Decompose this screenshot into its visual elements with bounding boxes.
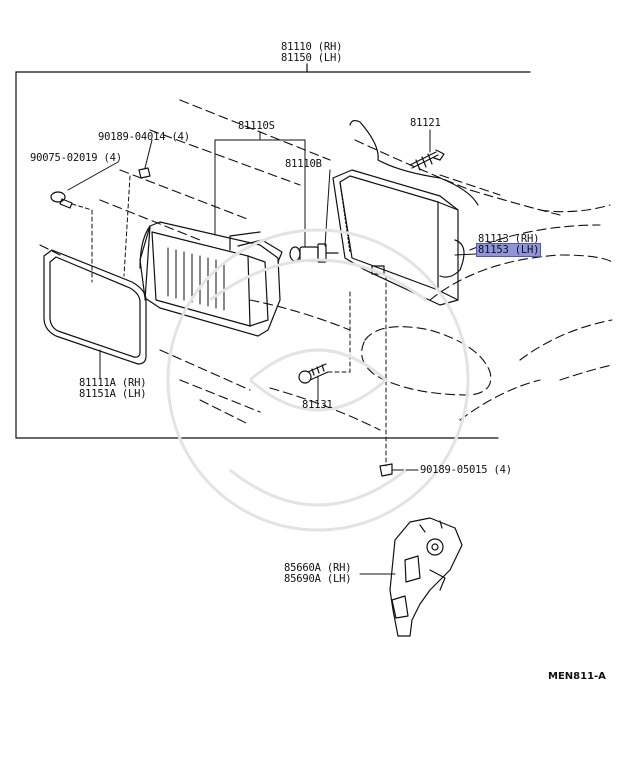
label-screw-left: 90075-02019 (4) xyxy=(30,152,122,164)
headlamp-actuator xyxy=(389,517,463,637)
label-headlamp-assembly-rh: 81110 (RH) xyxy=(281,41,343,53)
leader-lines-dashed xyxy=(71,175,387,467)
label-clip-bottom: 90189-05015 (4) xyxy=(420,464,512,476)
headlamp-unit xyxy=(139,221,283,337)
label-bulb: 81110B xyxy=(285,158,322,170)
bracket-screw xyxy=(409,149,445,171)
screw xyxy=(50,191,73,209)
label-lens-rh: 81111A (RH) xyxy=(79,377,147,389)
label-bracket: 81121 xyxy=(410,117,441,129)
bottom-clip xyxy=(379,463,393,477)
figure-code: MEN811-A xyxy=(548,671,606,682)
label-housing-rh: 81113 (RH) xyxy=(478,233,540,245)
headlamp-lens xyxy=(43,249,147,365)
headlamp-housing xyxy=(332,169,465,306)
label-actuator-rh: 85660A (RH) xyxy=(284,562,352,574)
label-clip-top: 90189-04014 (4) xyxy=(98,131,190,143)
adjusting-bolt xyxy=(298,363,329,384)
leader-lines xyxy=(67,129,477,575)
label-headlamp-assembly-lh: 81150 (LH) xyxy=(281,52,343,64)
watermark xyxy=(166,228,470,532)
label-housing-lh: 81153 (LH) xyxy=(476,243,542,257)
label-lens-lh: 81151A (LH) xyxy=(79,388,147,400)
assembly-frame xyxy=(15,63,531,439)
fender-outline xyxy=(349,119,479,206)
label-unit-set: 81110S xyxy=(238,120,275,132)
clip xyxy=(138,167,151,179)
label-actuator-lh: 85690A (LH) xyxy=(284,573,352,585)
label-bolt: 81131 xyxy=(302,399,333,411)
highlighted-part-number[interactable]: 81153 (LH) xyxy=(476,243,542,257)
